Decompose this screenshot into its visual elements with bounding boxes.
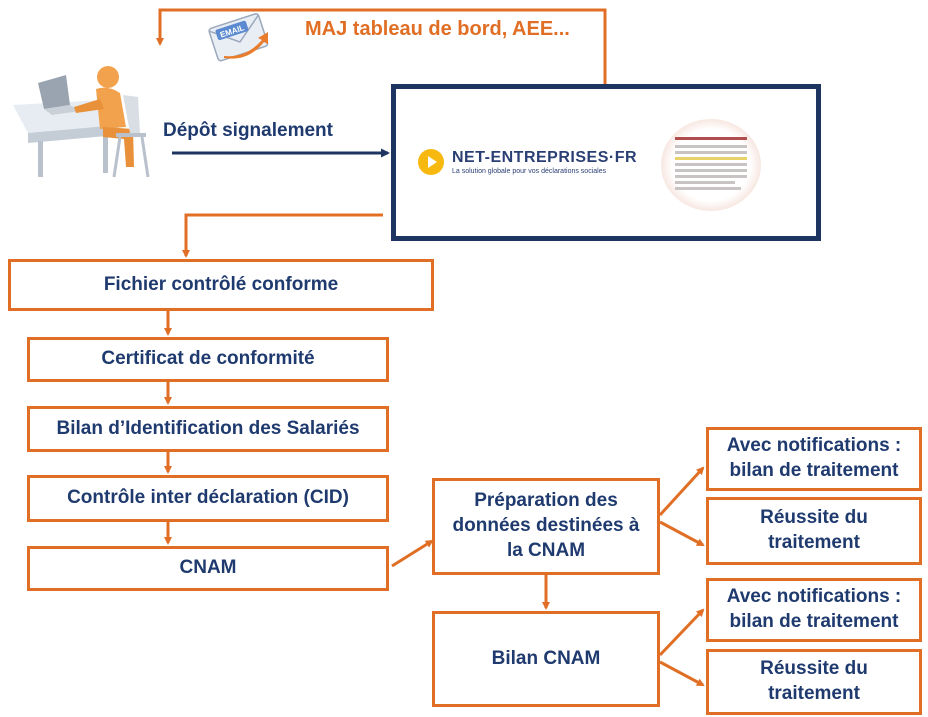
step-fichier-controle: Fichier contrôlé conforme [8, 259, 434, 311]
outcome-notifications-2: Avec notifications : bilan de traitement [706, 578, 922, 642]
preparation-to-success-arrow [659, 520, 705, 547]
net-entreprises-logo: NET-ENTREPRISES·FR La solution globale p… [418, 149, 637, 175]
outcome-success-2: Réussite du traitement [706, 649, 922, 715]
step-cnam: CNAM [27, 546, 389, 591]
portal-tagline: La solution globale pour vos déclaration… [452, 168, 607, 175]
play-icon [418, 149, 444, 175]
bilan-to-success-arrow [659, 660, 705, 687]
email-envelope-icon: EMAIL [208, 13, 269, 62]
portal-screenshot-thumbnail [661, 119, 761, 211]
step-controle-inter: Contrôle inter déclaration (CID) [27, 475, 389, 522]
outcome-notifications-1: Avec notifications : bilan de traitement [706, 427, 922, 491]
portal-to-step1-arrow [182, 213, 383, 258]
user-at-desk-illustration [13, 66, 150, 178]
cnam-to-preparation-arrow [391, 539, 434, 568]
email-update-label: MAJ tableau de bord, AEE... [305, 18, 570, 40]
preparation-to-notif-arrow [658, 466, 705, 517]
outcome-success-1: Réussite du traitement [706, 497, 922, 565]
deposit-label: Dépôt signalement [163, 120, 333, 141]
bilan-to-notif-arrow [658, 608, 705, 657]
step-certificat: Certificat de conformité [27, 337, 389, 382]
net-entreprises-portal-frame: NET-ENTREPRISES·FR La solution globale p… [391, 84, 821, 241]
bilan-cnam-box: Bilan CNAM [432, 611, 660, 707]
feedback-arrow [156, 8, 607, 84]
preparation-cnam-box: Préparation des données destinées à la C… [432, 478, 660, 575]
portal-name: NET-ENTREPRISES·FR [452, 149, 638, 166]
step-bilan-identification: Bilan d’Identification des Salariés [27, 406, 389, 452]
